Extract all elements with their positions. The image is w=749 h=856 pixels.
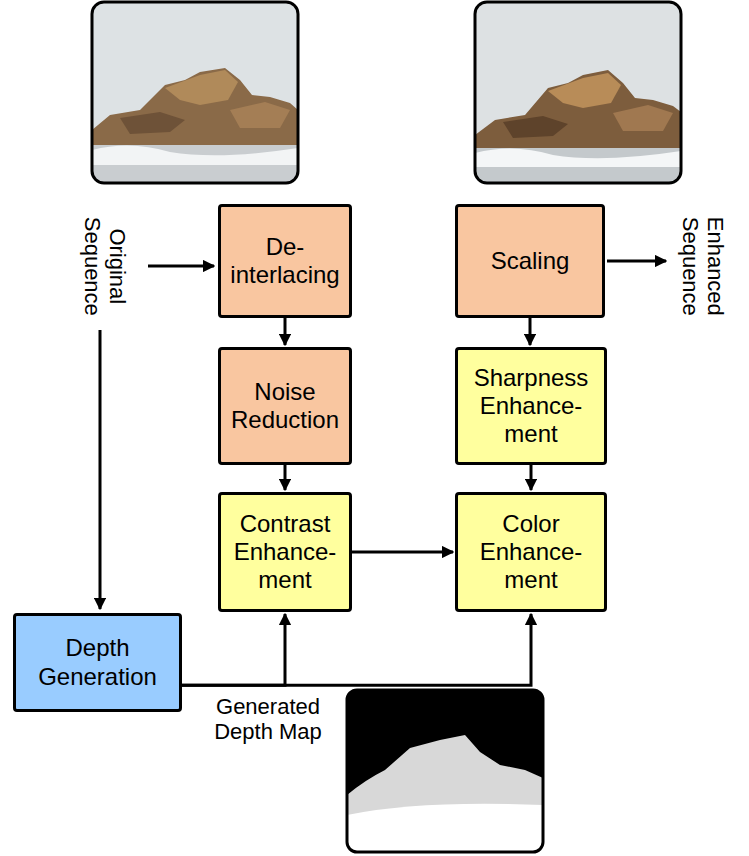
flow-arrow	[284, 465, 287, 490]
process-box: Noise Reduction	[218, 347, 352, 465]
process-box: Scaling	[455, 204, 605, 318]
input-arrow	[148, 265, 214, 268]
process-box: Color Enhance- ment	[455, 492, 607, 612]
sequence-label: Enhanced Sequence	[678, 210, 729, 322]
flow-arrow	[352, 551, 453, 554]
flow-arrow	[529, 318, 532, 345]
box-label: Depth Generation	[16, 634, 179, 691]
box-label: Color Enhance- ment	[458, 510, 604, 595]
box-label: Sharpness Enhance- ment	[458, 364, 604, 449]
process-box: De- interlacing	[218, 204, 352, 318]
flow-arrow	[182, 614, 285, 685]
flow-arrow	[182, 614, 531, 685]
flow-arrow	[530, 465, 533, 490]
box-label: Noise Reduction	[221, 378, 349, 435]
generator-box: Depth Generation	[13, 613, 182, 712]
depth-map	[347, 690, 543, 852]
process-box: Contrast Enhance- ment	[218, 492, 352, 612]
original-photo	[92, 2, 298, 183]
box-label: Contrast Enhance- ment	[221, 510, 349, 595]
box-label: Scaling	[485, 247, 576, 275]
box-label: De- interlacing	[221, 233, 349, 290]
process-box: Sharpness Enhance- ment	[455, 347, 607, 465]
enhanced-photo	[475, 2, 681, 183]
output-arrow	[607, 260, 666, 263]
sequence-label: Original Sequence	[80, 210, 131, 322]
input-arrow	[99, 330, 102, 609]
map-label: Generated Depth Map	[193, 694, 343, 745]
flow-arrow	[284, 318, 287, 345]
